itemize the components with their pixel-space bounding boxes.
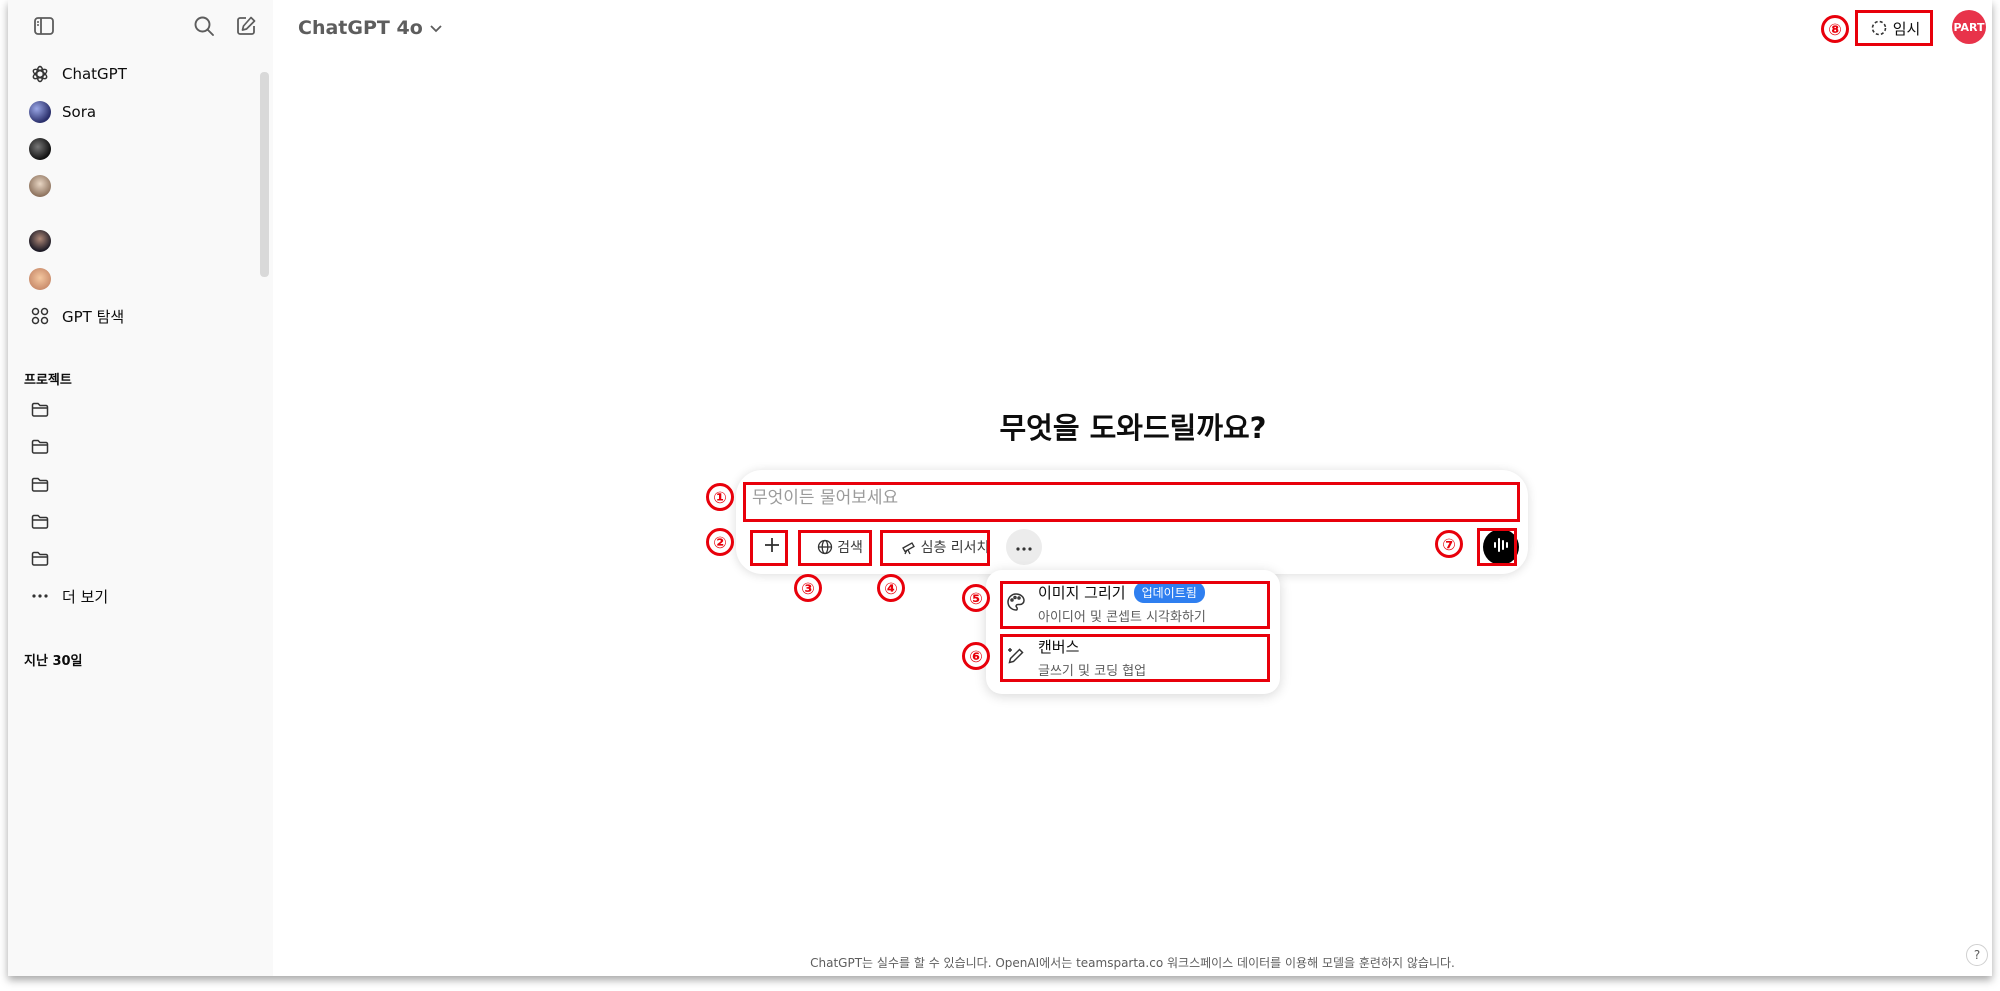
gpt-avatar: [29, 230, 51, 252]
sora-avatar: [29, 101, 51, 123]
pen-sparkle-icon: [1004, 644, 1028, 668]
folder-icon: [28, 547, 52, 571]
temporary-chat-button[interactable]: 임시: [1860, 12, 1930, 44]
deep-research-label: 심층 리서치: [920, 540, 990, 556]
annotation-number: ⑧: [1821, 15, 1849, 43]
app-window: ChatGPT Sora GPT 탐색 프로젝트: [8, 0, 1992, 976]
add-attachment-button[interactable]: [756, 530, 788, 564]
annotation-number: ⑦: [1435, 530, 1463, 558]
projects-heading: 프로젝트: [24, 373, 72, 388]
more-label: 더 보기: [62, 587, 109, 606]
help-icon: ?: [1973, 948, 1981, 962]
profile-text: PART: [1953, 20, 1985, 34]
openai-logo-icon: [28, 62, 52, 86]
gpt-avatar: [29, 175, 51, 197]
sidebar-scrollbar[interactable]: [260, 72, 269, 277]
grid-icon: [28, 304, 52, 328]
telescope-icon: [901, 539, 917, 555]
chevron-down-icon: [429, 17, 443, 39]
model-name: ChatGPT 4o: [298, 17, 423, 39]
sidebar-toggle-icon[interactable]: [30, 12, 58, 40]
sidebar-item-label: GPT 탐색: [62, 307, 125, 326]
sidebar-item-chatgpt[interactable]: ChatGPT: [22, 57, 258, 91]
menu-item-canvas[interactable]: 캔버스 글쓰기 및 코딩 협업: [1004, 636, 1266, 679]
model-selector[interactable]: ChatGPT 4o: [298, 14, 443, 42]
annotation-number: ③: [794, 574, 822, 602]
search-label: 검색: [837, 540, 863, 556]
project-item[interactable]: [22, 430, 258, 464]
project-item[interactable]: [22, 505, 258, 539]
page-title: 무엇을 도와드릴까요?: [999, 411, 1267, 445]
annotation-number: ①: [706, 483, 734, 511]
temporary-label: 임시: [1892, 19, 1921, 38]
composer: 검색 심층 리서치: [736, 470, 1528, 574]
temporary-chat-icon: [1870, 19, 1888, 37]
project-item[interactable]: [22, 393, 258, 427]
project-item[interactable]: [22, 468, 258, 502]
menu-item-subtitle: 글쓰기 및 코딩 협업: [1038, 664, 1147, 679]
search-button[interactable]: 검색: [808, 530, 872, 564]
folder-icon: [28, 473, 52, 497]
annotation-number: ⑥: [962, 642, 990, 670]
voice-mode-button[interactable]: [1483, 529, 1519, 565]
deep-research-button[interactable]: 심층 리서치: [892, 530, 998, 564]
gpt-avatar: [29, 268, 51, 290]
folder-icon: [28, 510, 52, 534]
sidebar: ChatGPT Sora GPT 탐색 프로젝트: [8, 0, 273, 976]
gpt-avatar: [29, 138, 51, 160]
sidebar-item-label: ChatGPT: [62, 65, 127, 83]
tools-menu: 이미지 그리기 업데이트됨 아이디어 및 콘셉트 시각화하기 캔버스 글쓰기 및 …: [986, 570, 1280, 694]
annotation-number: ②: [706, 528, 734, 556]
sidebar-item-sora[interactable]: Sora: [22, 95, 258, 129]
globe-icon: [817, 539, 833, 555]
history-heading: 지난 30일: [24, 654, 83, 669]
search-icon[interactable]: [190, 12, 218, 40]
waveform-icon: [1492, 536, 1510, 558]
menu-item-title: 이미지 그리기: [1038, 584, 1126, 602]
sidebar-item-gpt-explore[interactable]: GPT 탐색: [22, 299, 258, 333]
menu-item-subtitle: 아이디어 및 콘셉트 시각화하기: [1038, 610, 1206, 625]
prompt-input[interactable]: [752, 480, 1512, 516]
project-item[interactable]: [22, 542, 258, 576]
sidebar-item-gpt[interactable]: [22, 132, 258, 166]
folder-icon: [28, 435, 52, 459]
annotation-number: ④: [877, 574, 905, 602]
menu-item-title: 캔버스: [1038, 638, 1080, 656]
folder-icon: [28, 398, 52, 422]
updated-badge: 업데이트됨: [1133, 582, 1205, 603]
ellipsis-icon: [1016, 539, 1032, 555]
footer-disclaimer: ChatGPT는 실수를 할 수 있습니다. OpenAI에서는 teamspa…: [810, 956, 1455, 970]
ellipsis-icon: [28, 584, 52, 608]
sidebar-item-label: Sora: [62, 103, 97, 121]
sidebar-item-gpt[interactable]: [22, 169, 258, 203]
more-tools-button[interactable]: [1006, 529, 1042, 565]
help-button[interactable]: ?: [1966, 944, 1988, 966]
new-chat-icon[interactable]: [232, 12, 260, 40]
plus-icon: [763, 536, 781, 558]
menu-item-image[interactable]: 이미지 그리기 업데이트됨 아이디어 및 콘셉트 시각화하기: [1004, 582, 1266, 625]
sidebar-item-gpt[interactable]: [22, 262, 258, 296]
profile-avatar[interactable]: PART: [1952, 10, 1986, 44]
annotation-number: ⑤: [962, 584, 990, 612]
paint-palette-icon: [1004, 590, 1028, 614]
more-projects-button[interactable]: 더 보기: [22, 579, 258, 613]
sidebar-item-gpt[interactable]: [22, 224, 258, 258]
